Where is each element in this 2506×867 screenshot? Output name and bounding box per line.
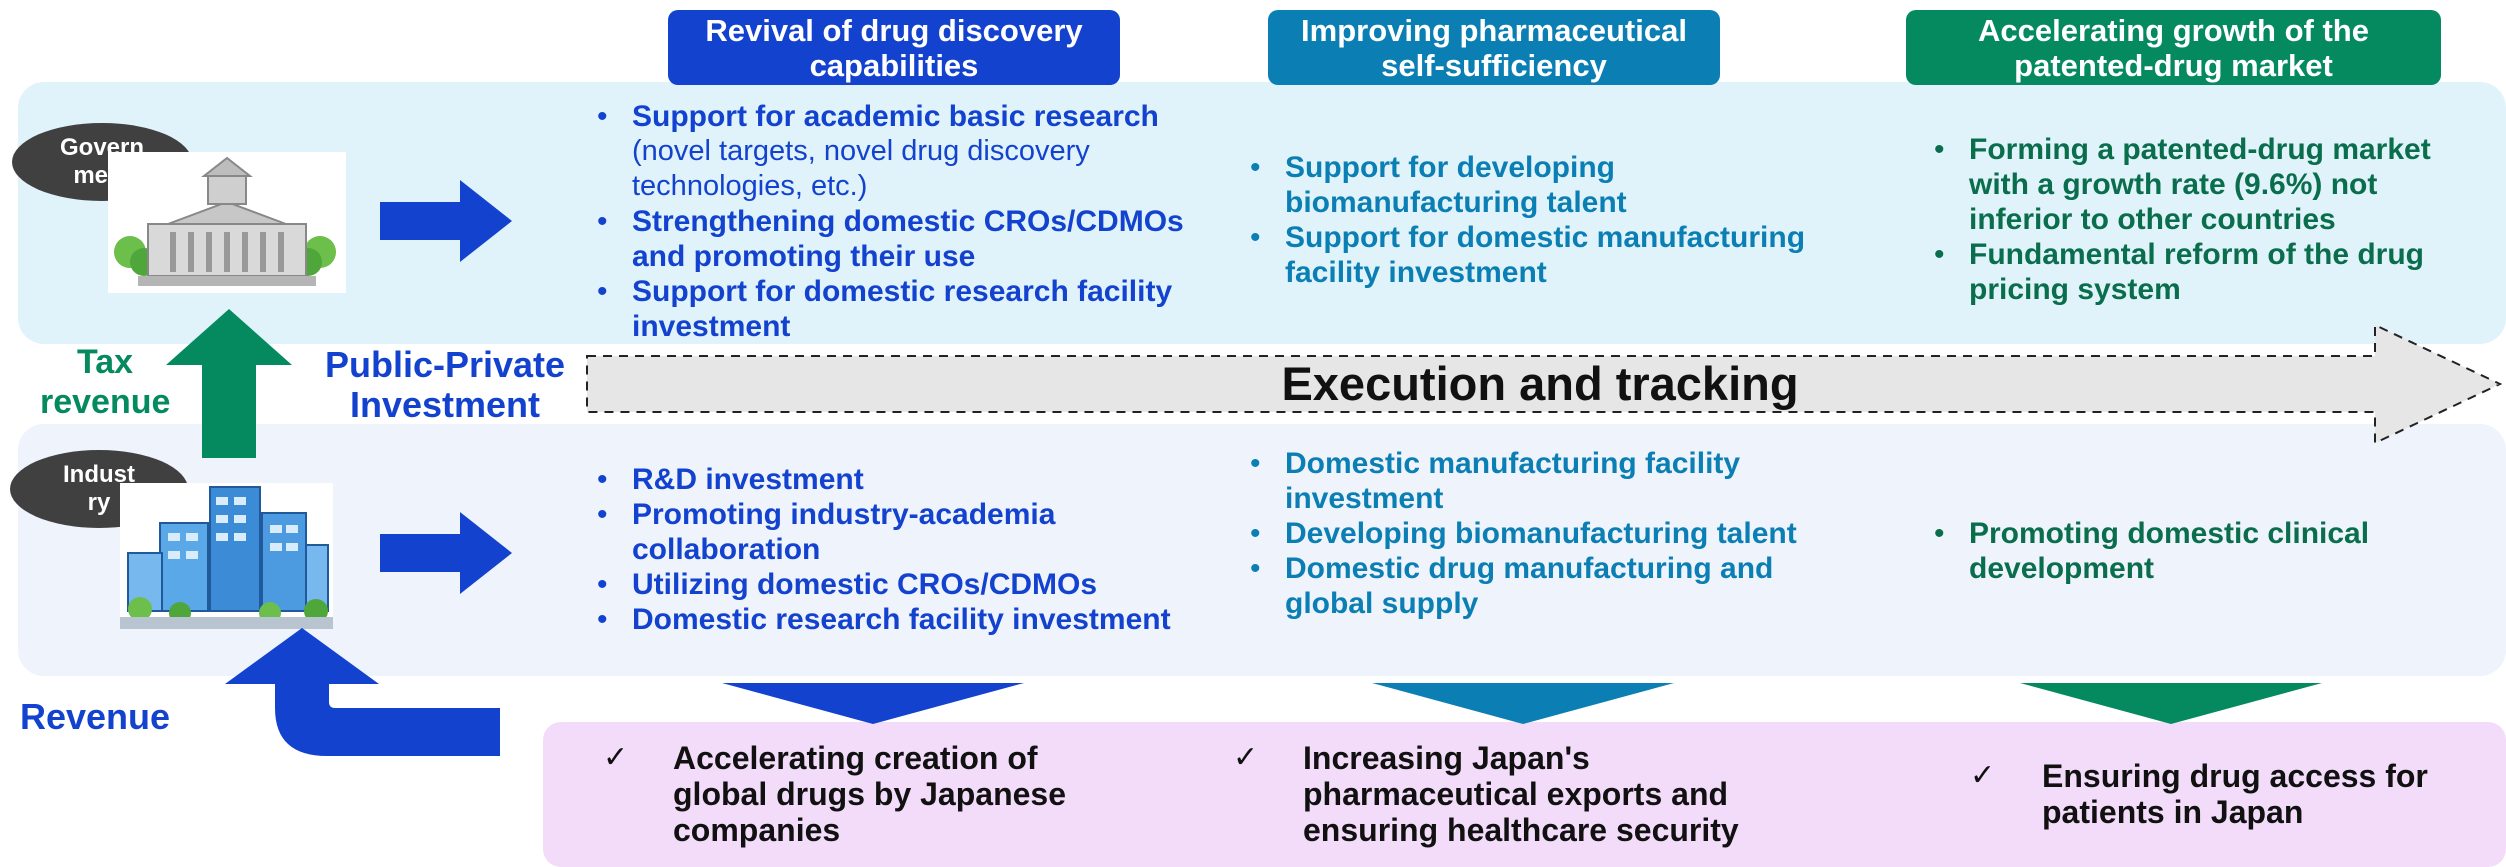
outcome-drug-access: Ensuring drug access for patients in Jap… <box>2042 758 2428 830</box>
header-self-sufficiency: Improving pharmaceutical self-sufficienc… <box>1268 10 1720 85</box>
self-sufficiency-down-arrow <box>1372 683 1674 724</box>
check-mark-icon: ✓ <box>603 741 629 774</box>
industry-col1-list: R&D investment Promoting industry-academ… <box>593 462 1213 637</box>
list-item: Support for domestic manufacturing facil… <box>1246 220 1846 290</box>
tax-revenue-arrow <box>166 309 292 458</box>
revenue-return-arrow <box>225 628 500 756</box>
public-private-investment-label: Public-Private Investment <box>324 344 566 425</box>
government-arrow <box>380 180 512 262</box>
list-item: Domestic drug manufacturing and global s… <box>1246 551 1806 621</box>
tax-revenue-label: Tax revenue <box>40 343 171 421</box>
government-col1-list: Support for academic basic research(nove… <box>593 99 1213 344</box>
list-item: Support for academic basic research(nove… <box>593 99 1213 204</box>
header-patented-drug-market: Accelerating growth of the patented-drug… <box>1906 10 2441 85</box>
outcomes-band <box>543 722 2506 867</box>
list-item: Promoting industry-academia collaboratio… <box>593 497 1213 567</box>
government-col3-list: Forming a patented-drug market with a gr… <box>1930 132 2460 307</box>
list-item: Forming a patented-drug market with a gr… <box>1930 132 2460 237</box>
execution-tracking-label: Execution and tracking <box>1281 357 1799 410</box>
government-col2-list: Support for developing biomanufacturing … <box>1246 150 1846 290</box>
industry-col2-list: Domestic manufacturing facility investme… <box>1246 446 1806 621</box>
list-item: Strengthening domestic CROs/CDMOs and pr… <box>593 204 1213 274</box>
check-mark-icon: ✓ <box>1970 759 1996 792</box>
list-item: Promoting domestic clinical development <box>1930 516 2450 586</box>
list-item: Fundamental reform of the drug pricing s… <box>1930 237 2460 307</box>
revenue-label: Revenue <box>19 696 171 737</box>
list-item: Utilizing domestic CROs/CDMOs <box>593 567 1213 602</box>
office-buildings-icon <box>120 483 333 629</box>
list-item: Domestic research facility investment <box>593 602 1213 637</box>
outcome-exports-security: Increasing Japan's pharmaceutical export… <box>1303 740 1739 848</box>
drug-discovery-down-arrow <box>722 683 1024 724</box>
industry-arrow <box>380 512 512 594</box>
patented-market-down-arrow <box>2020 683 2322 724</box>
check-mark-icon: ✓ <box>1233 741 1259 774</box>
outcome-global-drugs: Accelerating creation of global drugs by… <box>673 740 1066 848</box>
list-item: Support for domestic research facility i… <box>593 274 1213 344</box>
list-item: Domestic manufacturing facility investme… <box>1246 446 1806 516</box>
list-item: Support for developing biomanufacturing … <box>1246 150 1846 220</box>
header-drug-discovery: Revival of drug discovery capabilities <box>668 10 1120 85</box>
industry-col3-list: Promoting domestic clinical development <box>1930 516 2450 586</box>
list-item: Developing biomanufacturing talent <box>1246 516 1806 551</box>
execution-tracking-arrow <box>586 323 2503 445</box>
government-building-icon <box>108 152 346 293</box>
list-item: R&D investment <box>593 462 1213 497</box>
